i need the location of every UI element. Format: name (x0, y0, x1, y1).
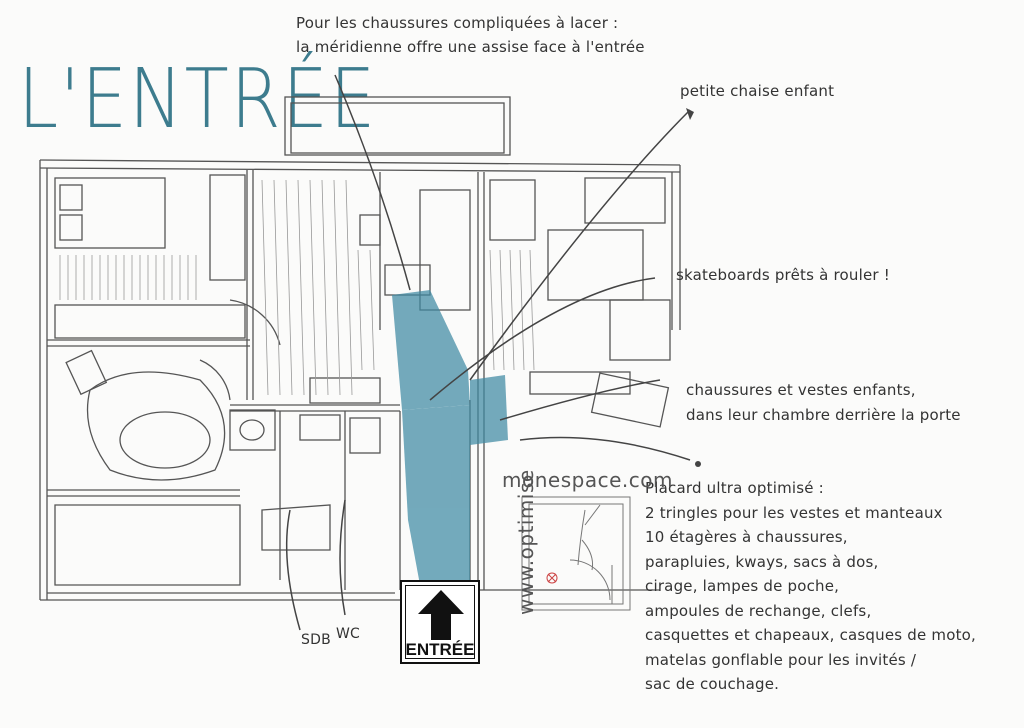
annotation-sdb: SDB (301, 632, 331, 648)
annotation-line: la méridienne offre une assise face à l'… (296, 38, 645, 56)
entree-sign: ENTRÉE (400, 580, 480, 664)
annotation-placard: Placard ultra optimisé : 2 tringles pour… (645, 476, 976, 697)
annotation-chaise: petite chaise enfant (680, 82, 835, 100)
annotation-line: Pour les chaussures compliquées à lacer … (296, 14, 619, 32)
placard-line: Placard ultra optimisé : (645, 479, 824, 497)
annotation-enfants: chaussures et vestes enfants, dans leur … (686, 378, 961, 428)
annotation-skateboards: skateboards prêts à rouler ! (676, 266, 890, 284)
placard-line: 10 étagères à chaussures, (645, 528, 848, 546)
placard-line: sac de couchage. (645, 675, 780, 693)
page-title: L'ENTRÉE (18, 52, 378, 147)
annotation-line: chaussures et vestes enfants, (686, 381, 916, 399)
placard-line: parapluies, kways, sacs à dos, (645, 552, 879, 571)
annotation-line: dans leur chambre derrière la porte (686, 406, 961, 424)
placard-line: cirage, lampes de poche, (645, 577, 840, 595)
placard-line: 2 tringles pour les vestes et manteaux (645, 503, 943, 522)
entrance-highlight (392, 290, 470, 410)
logo-floorplan-icon (521, 496, 631, 611)
annotation-meridienne: Pour les chaussures compliquées à lacer … (296, 14, 645, 56)
annotation-wc: WC (336, 626, 361, 642)
placard-line: casquettes et chapeaux, casques de moto, (645, 626, 976, 644)
logo-text-domain: monespace.com (502, 468, 673, 492)
placard-line: ampoules de rechange, clefs, (645, 601, 872, 620)
logo-text-www: www.optimise (514, 469, 538, 615)
arrow-up-icon (418, 590, 464, 640)
placard-line: matelas gonflable pour les invités / (645, 650, 917, 669)
entree-sign-label: ENTRÉE (405, 640, 475, 659)
